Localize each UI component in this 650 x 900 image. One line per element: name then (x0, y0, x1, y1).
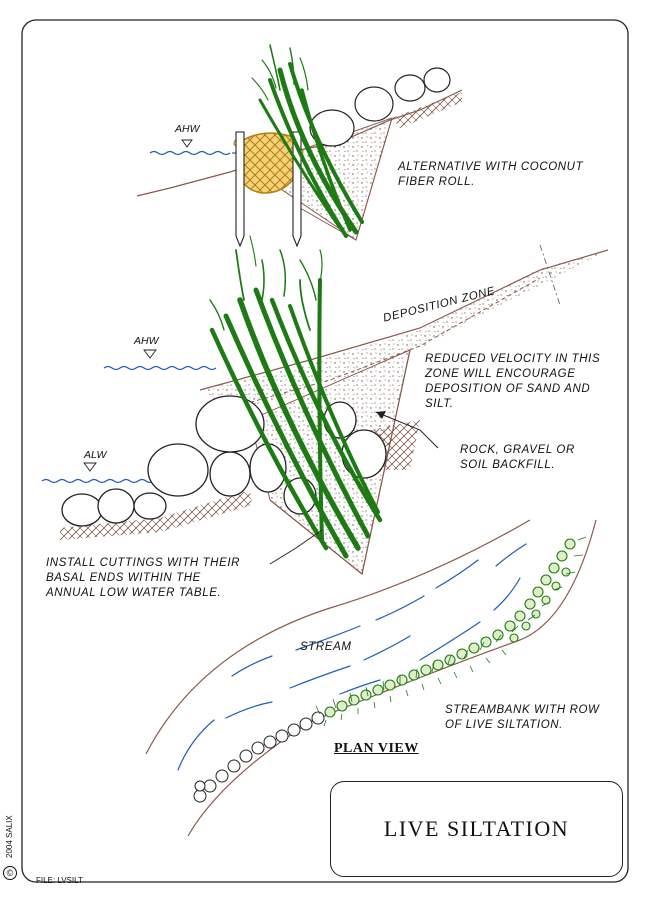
streambank-note: STREAMBANK WITH ROW OF LIVE SILTATION. (445, 704, 600, 731)
sheet-title: LIVE SILTATION (383, 816, 570, 841)
middle-cross-section (41, 235, 609, 576)
title-block: LIVE SILTATION (330, 781, 623, 877)
copyright-text: 2004 SALIX (5, 815, 14, 858)
water-line-alw (41, 478, 155, 484)
sheet-border (21, 19, 629, 883)
live-siltation-row (324, 538, 576, 718)
backfill-note: ROCK, GRAVEL OR SOIL BACKFILL. (460, 444, 575, 471)
velocity-note: REDUCED VELOCITY IN THIS ZONE WILL ENCOU… (425, 353, 601, 410)
alw-label: ALW (84, 449, 107, 461)
water-marker-alw (83, 462, 97, 472)
cuttings-leader (269, 529, 323, 565)
plan-view-heading: PLAN VIEW (334, 741, 419, 756)
backfill-leader (375, 411, 439, 449)
cuttings-middle (209, 235, 383, 559)
coconut-roll-callout: ALTERNATIVE WITH COCONUT FIBER ROLL. (398, 161, 584, 188)
water-marker-top (181, 139, 193, 148)
ahw-label-top: AHW (175, 123, 200, 135)
water-line-ahw (103, 365, 217, 371)
plan-rock-row (193, 711, 325, 803)
file-label: FILE: LVSILT (36, 876, 83, 885)
top-cross-section (136, 44, 463, 248)
water-marker-ahw (143, 349, 157, 359)
stream-label: STREAM (300, 641, 352, 653)
plan-view (145, 519, 597, 837)
water-line-top (149, 150, 231, 156)
stream-bank-lower (187, 519, 597, 837)
cuttings-top (251, 44, 364, 238)
stream-bank-upper (145, 519, 531, 755)
rocks-top (309, 67, 451, 147)
copyright-icon: © (3, 866, 17, 880)
stream-water-lines (177, 543, 527, 771)
ahw-label-middle: AHW (134, 335, 159, 347)
live-siltation-leaves (315, 536, 587, 727)
cuttings-note: INSTALL CUTTINGS WITH THEIR BASAL ENDS W… (46, 557, 241, 599)
